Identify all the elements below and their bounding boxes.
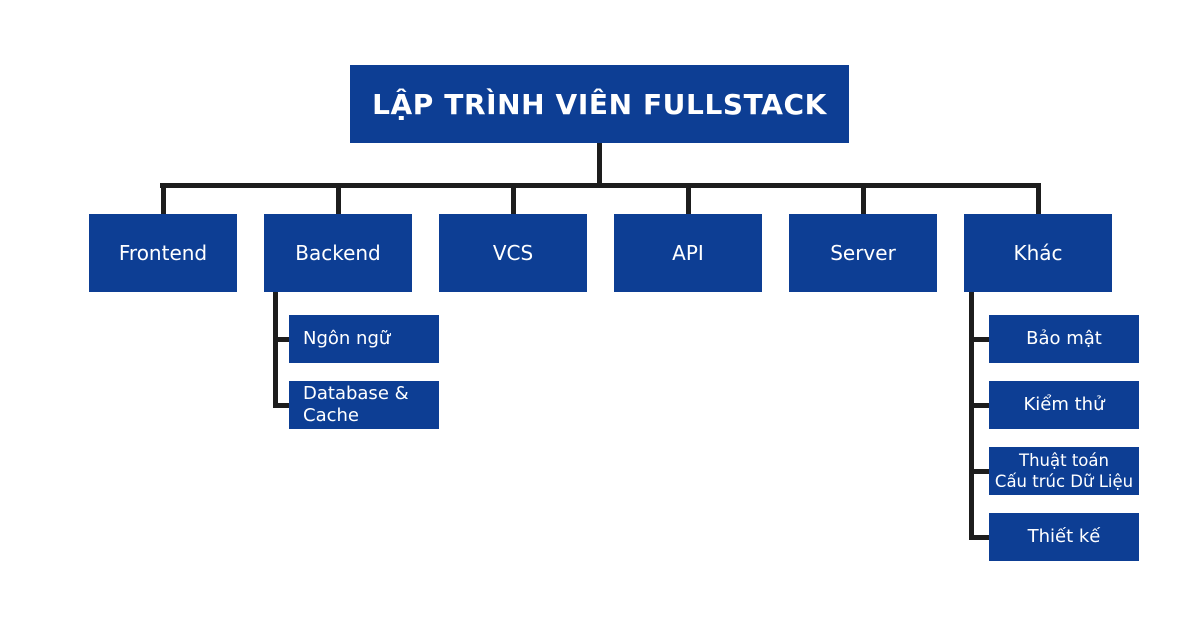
connector-backend-stub-1 (273, 337, 289, 342)
connector-stub-frontend (161, 185, 166, 214)
subnode-thiet-ke-label: Thiết kế (1027, 525, 1101, 547)
subnode-kiem-thu-label: Kiểm thử (1023, 393, 1105, 415)
node-backend-label: Backend (295, 240, 381, 265)
connector-backend-vline (273, 292, 278, 408)
connector-stub-backend (336, 185, 341, 214)
subnode-thuat-toan-label-line-2: Cấu trúc Dữ Liệu (994, 472, 1134, 491)
subnode-database-cache-label: Database & Cache (303, 382, 409, 427)
connector-trunk-line (160, 183, 1041, 188)
connector-khac-vline (969, 292, 974, 540)
connector-root-stub (597, 143, 602, 185)
connector-khac-stub-2 (969, 403, 989, 408)
connector-stub-khac (1036, 185, 1041, 214)
node-vcs: VCS (439, 214, 587, 292)
node-frontend: Frontend (89, 214, 237, 292)
node-api: API (614, 214, 762, 292)
connector-khac-stub-4 (969, 535, 989, 540)
subnode-thuat-toan-label-line-1: Thuật toán (1019, 450, 1109, 470)
subnode-bao-mat: Bảo mật (989, 315, 1139, 363)
subnode-database-cache: Database & Cache (289, 381, 439, 429)
connector-stub-server (861, 185, 866, 214)
node-khac-label: Khác (1013, 240, 1063, 265)
connector-khac-stub-1 (969, 337, 989, 342)
node-server-label: Server (830, 240, 896, 265)
subnode-ngon-ngu: Ngôn ngữ (289, 315, 439, 363)
subnode-ngon-ngu-label: Ngôn ngữ (303, 327, 391, 349)
node-api-label: API (672, 240, 704, 265)
subnode-kiem-thu: Kiểm thử (989, 381, 1139, 429)
subnode-thuat-toan-cau-truc-du-lieu: Thuật toán Cấu trúc Dữ Liệu (989, 447, 1139, 495)
connector-stub-api (686, 185, 691, 214)
node-root: LẬP TRÌNH VIÊN FULLSTACK (350, 65, 849, 143)
subnode-bao-mat-label: Bảo mật (1026, 327, 1102, 349)
node-server: Server (789, 214, 937, 292)
connector-khac-stub-3 (969, 469, 989, 474)
connector-backend-stub-2 (273, 403, 289, 408)
subnode-thiet-ke: Thiết kế (989, 513, 1139, 561)
node-root-label: LẬP TRÌNH VIÊN FULLSTACK (372, 87, 827, 121)
node-vcs-label: VCS (492, 240, 534, 265)
node-frontend-label: Frontend (118, 240, 208, 265)
node-backend: Backend (264, 214, 412, 292)
node-khac: Khác (964, 214, 1112, 292)
connector-stub-vcs (511, 185, 516, 214)
